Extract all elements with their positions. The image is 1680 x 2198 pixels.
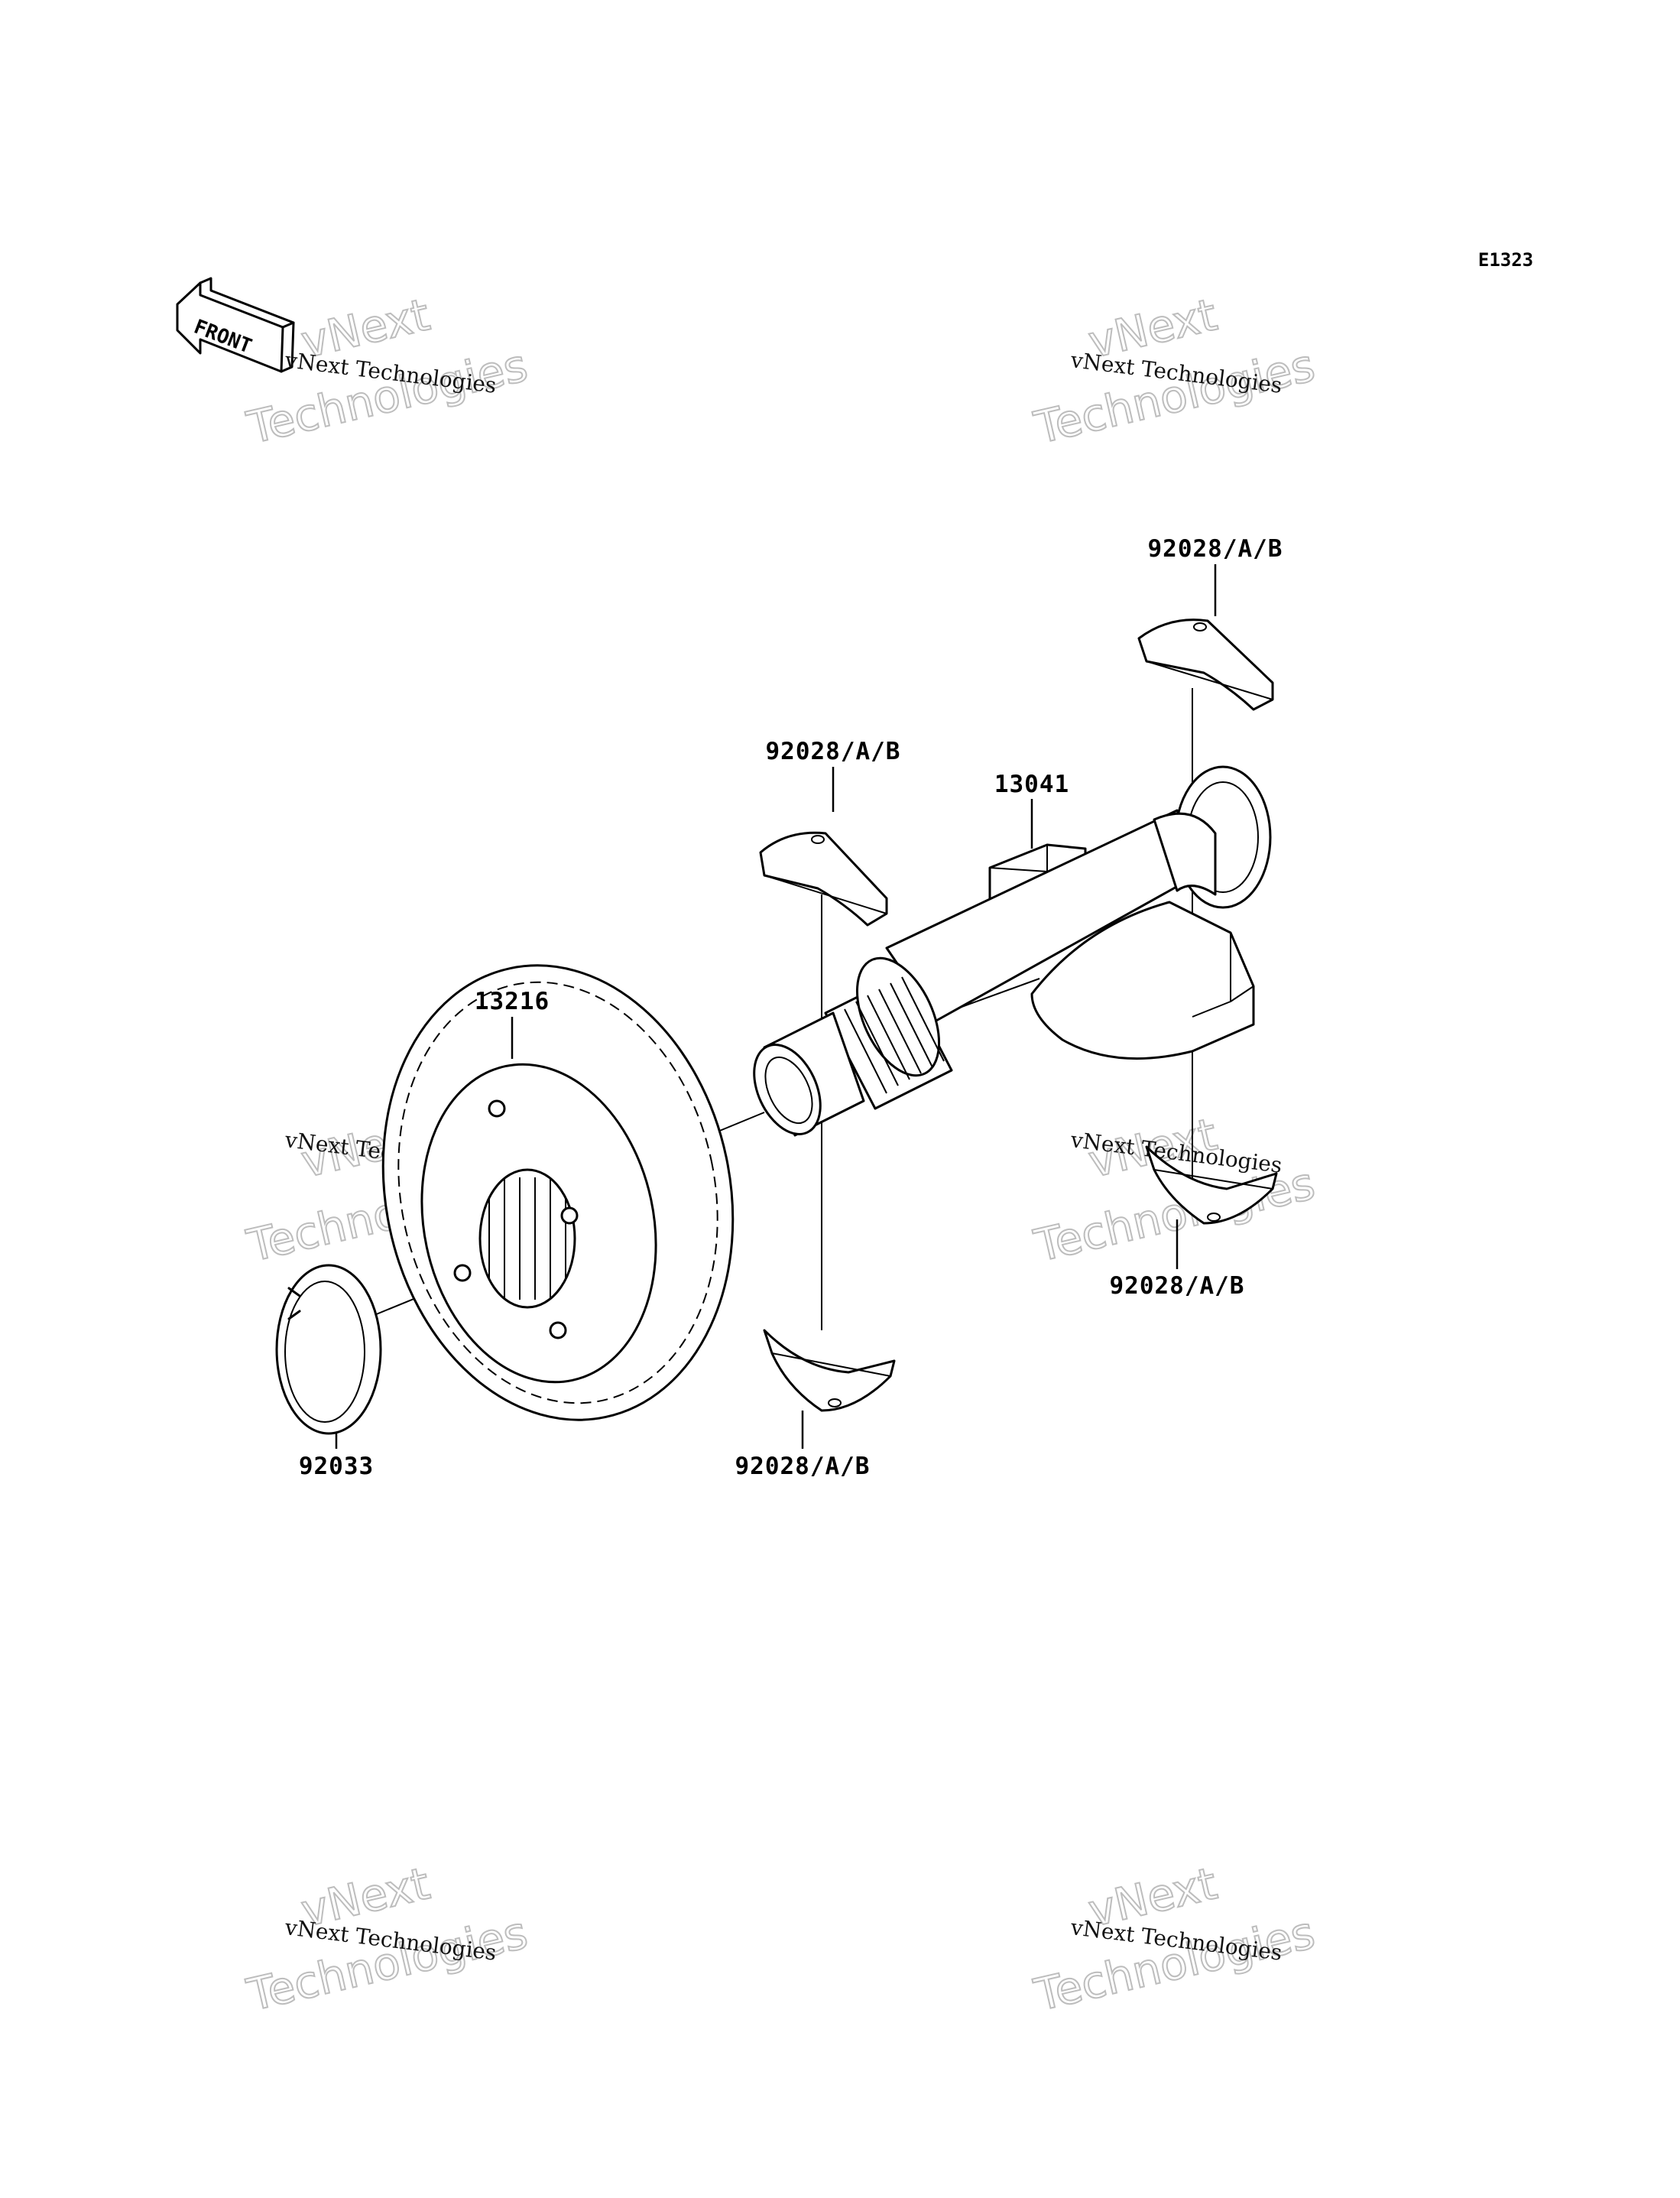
watermark-top-right: vNext Technologies vNext Technologies bbox=[1029, 287, 1320, 455]
part-label-bearing-top-center: 92028/A/B bbox=[766, 738, 901, 765]
watermark-bottom-left: vNext Technologies vNext Technologies bbox=[242, 1856, 533, 2022]
gear bbox=[381, 964, 735, 1421]
bearing-shell-top-center bbox=[759, 831, 888, 927]
part-label-bearing-bottom-right: 92028/A/B bbox=[1110, 1272, 1245, 1300]
diagram-code: E1323 bbox=[1478, 249, 1533, 271]
bearing-shell-bottom-right bbox=[1145, 1145, 1278, 1225]
front-arrow-icon: FRONT bbox=[176, 277, 295, 373]
balancer-shaft bbox=[753, 765, 1272, 1137]
part-label-bearing-bottom-center: 92028/A/B bbox=[735, 1453, 871, 1480]
watermark-bottom-right: vNext Technologies vNext Technologies bbox=[1029, 1856, 1320, 2022]
bearing-shell-bottom-center bbox=[763, 1329, 896, 1412]
circlip bbox=[275, 1264, 382, 1435]
part-label-bearing-top-right: 92028/A/B bbox=[1148, 535, 1283, 563]
part-label-circlip: 92033 bbox=[299, 1453, 374, 1480]
part-label-gear: 13216 bbox=[475, 988, 550, 1015]
watermark-top-left: vNext Technologies vNext Technologies bbox=[242, 287, 533, 455]
part-label-balancer-shaft: 13041 bbox=[994, 771, 1069, 798]
axis-line-shaft-rear bbox=[955, 978, 1040, 1010]
bearing-shell-top-right bbox=[1137, 618, 1274, 711]
